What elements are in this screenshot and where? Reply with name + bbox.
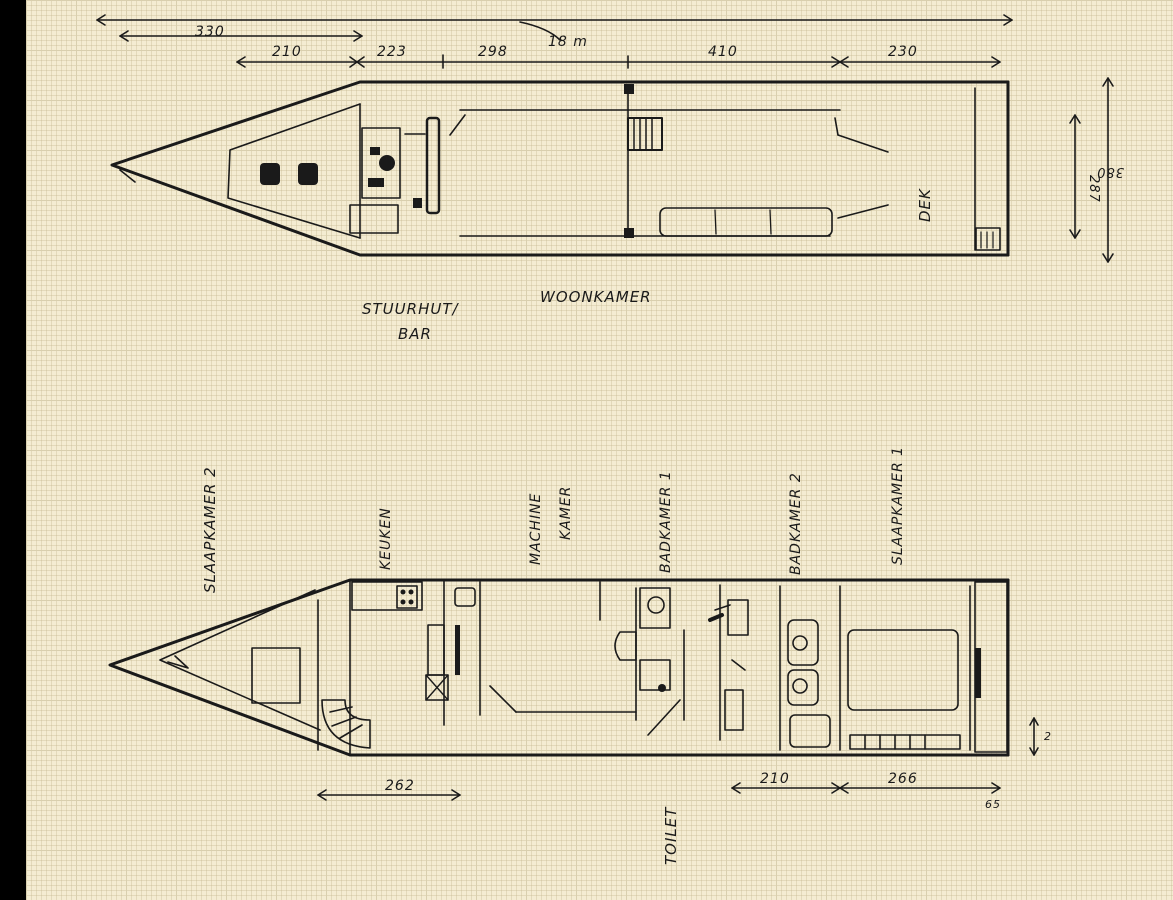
dim-small: 2 bbox=[1044, 730, 1052, 743]
label-stuurhut: STUURHUT/ bbox=[362, 300, 459, 318]
window-stern bbox=[975, 648, 981, 698]
label-badkamer-1: BADKAMER 1 bbox=[658, 470, 674, 573]
dim-slaapkamer-1: 266 bbox=[888, 771, 918, 787]
dim-total-length: 18 m bbox=[548, 34, 588, 50]
bed-slaapkamer-1 bbox=[847, 629, 961, 750]
top-floor-plan: 330 18 m 210 223 298 410 230 bbox=[96, 14, 1124, 343]
top-dimension-lines bbox=[96, 14, 1013, 69]
label-kamer: KAMER bbox=[558, 486, 574, 540]
helm-station bbox=[260, 116, 441, 234]
dim-d5: 230 bbox=[888, 44, 918, 60]
bottom-floor-plan: SLAAPKAMER 2 KEUKEN MACHINE KAMER BADKAM… bbox=[108, 446, 1052, 865]
bathroom-fixtures bbox=[614, 587, 831, 748]
graph-paper: 330 18 m 210 223 298 410 230 bbox=[26, 0, 1173, 900]
top-hull-outline bbox=[110, 80, 1010, 257]
living-room-furniture bbox=[624, 84, 1001, 251]
label-slaapkamer-2: SLAAPKAMER 2 bbox=[201, 466, 219, 593]
dim-width-inner: 287 bbox=[1086, 175, 1101, 203]
dim-d3: 298 bbox=[478, 44, 508, 60]
top-inner-walls bbox=[119, 87, 976, 251]
dim-d2: 223 bbox=[377, 44, 407, 60]
dim-badkamer-2: 210 bbox=[760, 771, 790, 787]
dim-front-span: 330 bbox=[195, 24, 225, 40]
label-machine: MACHINE bbox=[528, 493, 544, 565]
bottom-hull-outline bbox=[108, 578, 1010, 757]
label-badkamer-2: BADKAMER 2 bbox=[788, 472, 804, 575]
dim-d1: 210 bbox=[272, 44, 302, 60]
bottom-stairs bbox=[321, 699, 371, 749]
dim-keuken: 262 bbox=[385, 778, 415, 794]
floor-plan-drawing: 330 18 m 210 223 298 410 230 bbox=[96, 14, 1124, 865]
label-toilet: TOILET bbox=[662, 806, 680, 865]
label-slaapkamer-1: SLAAPKAMER 1 bbox=[890, 446, 906, 565]
dim-width-outer: 380 bbox=[1096, 164, 1124, 179]
dim-d4: 410 bbox=[708, 44, 738, 60]
width-dimension-lines bbox=[1069, 77, 1114, 263]
bottom-inner-walls bbox=[159, 579, 1008, 756]
label-woonkamer: WOONKAMER bbox=[540, 288, 652, 306]
label-bar: BAR bbox=[398, 325, 432, 343]
label-keuken: KEUKEN bbox=[378, 507, 394, 570]
kitchen-fixtures bbox=[351, 581, 476, 701]
dim-stern: 65 bbox=[985, 798, 1001, 811]
bottom-dimension-lines bbox=[317, 717, 1039, 801]
label-dek: DEK bbox=[916, 188, 934, 222]
